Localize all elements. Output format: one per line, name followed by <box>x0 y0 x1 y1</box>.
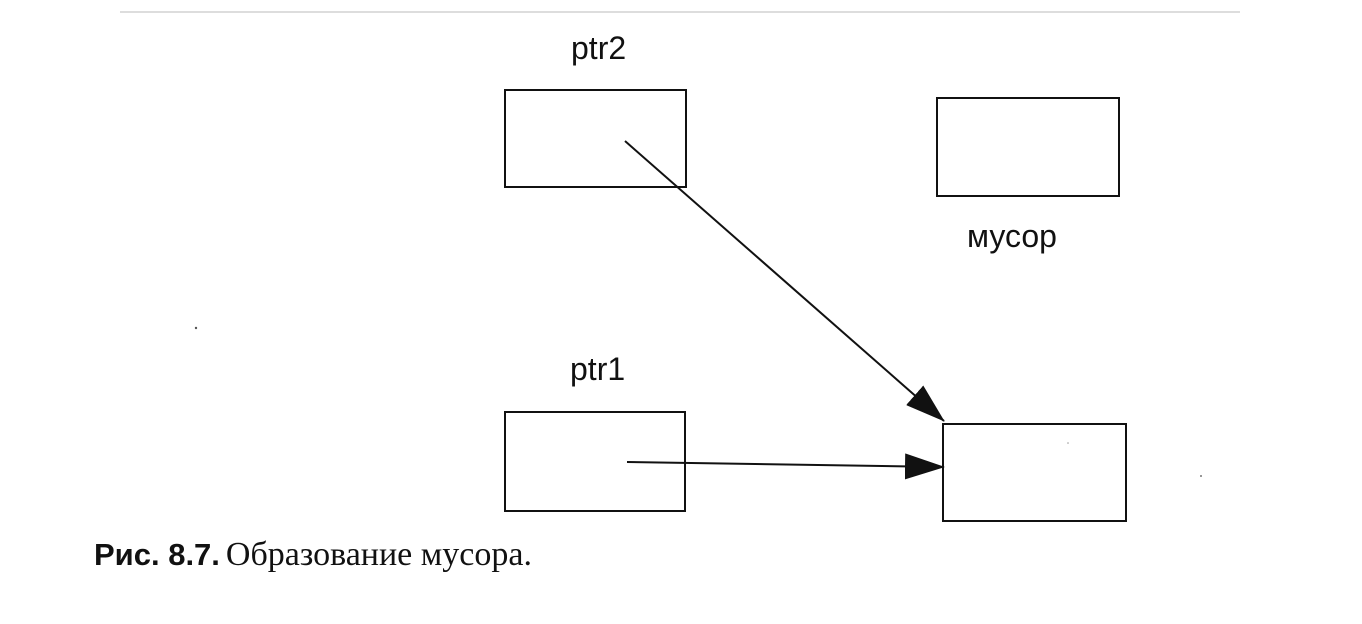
figure-title: Образование мусора. <box>225 536 532 573</box>
figure-number: Рис. 8.7. <box>94 537 220 572</box>
ptr2-arrow <box>624 140 945 422</box>
ptr1-label: ptr1 <box>570 351 626 387</box>
target-box <box>942 423 1127 522</box>
ptr2-label: ptr2 <box>571 30 627 66</box>
ptr2-box <box>504 89 687 188</box>
speck <box>1200 475 1202 477</box>
speck <box>194 326 198 330</box>
speck <box>1067 442 1069 444</box>
ptr1-box <box>504 411 686 512</box>
garbage-box <box>936 97 1120 197</box>
figure-caption: Рис. 8.7.Образование мусора. <box>94 538 532 572</box>
ptr1-arrow <box>626 453 945 480</box>
garbage-label: мусор <box>967 218 1057 254</box>
